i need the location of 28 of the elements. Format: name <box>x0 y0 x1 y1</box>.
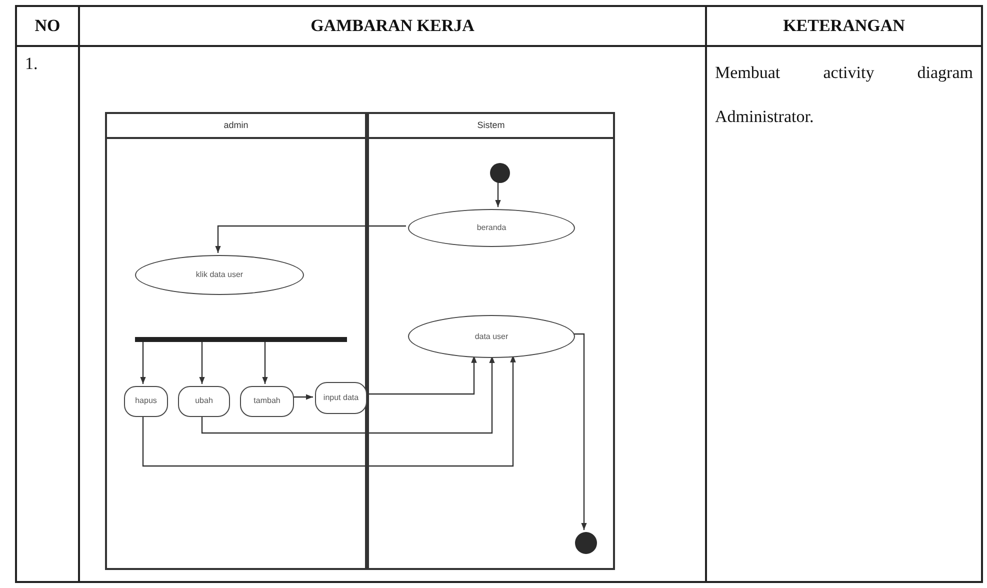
action-node: tambah <box>240 386 294 417</box>
arrow <box>292 394 313 400</box>
lane-title: admin <box>107 114 365 139</box>
description-cell-text: Membuat activity diagram Administrator. <box>714 62 974 128</box>
activity-ellipse: beranda <box>408 209 575 247</box>
action-node: ubah <box>178 386 230 417</box>
initial-node <box>490 163 510 183</box>
activity-ellipse: klik data user <box>135 255 304 295</box>
arrow <box>262 340 268 384</box>
arrow <box>215 225 406 253</box>
header-cell: NO <box>17 7 80 47</box>
action-node: input data <box>315 382 367 414</box>
arrow <box>199 340 205 384</box>
lane-title: Sistem <box>369 114 613 139</box>
swimlane <box>105 112 367 570</box>
arrow <box>495 181 501 208</box>
activity-ellipse: data user <box>408 315 575 358</box>
fork-bar <box>135 337 347 342</box>
arrow <box>201 356 495 434</box>
header-cell: GAMBARAN KERJA <box>80 7 707 47</box>
header-cell: KETERANGAN <box>707 7 981 47</box>
final-node <box>575 532 597 554</box>
arrow <box>572 333 587 530</box>
arrow <box>142 355 516 467</box>
action-node: hapus <box>124 386 168 417</box>
table-cell: 1. <box>17 47 80 581</box>
swimlane <box>367 112 615 570</box>
arrow <box>140 340 146 384</box>
